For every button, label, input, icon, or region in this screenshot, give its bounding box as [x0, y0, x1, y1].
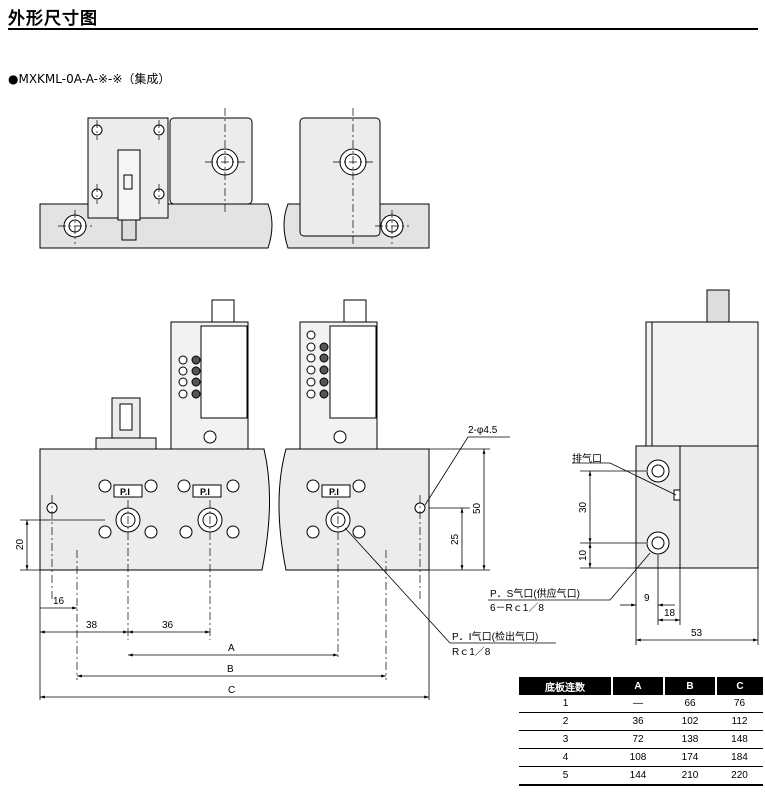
- table-cell: 102: [664, 712, 716, 731]
- cable-right: [343, 299, 367, 323]
- table-cell: 1: [519, 695, 612, 713]
- front-view: [39, 299, 430, 680]
- hole-spec-label: 2-φ4.5: [468, 425, 498, 436]
- table-cell: 220: [716, 766, 763, 786]
- top-plug: [117, 149, 141, 221]
- table-header: C: [716, 677, 763, 695]
- supply-thread-label: 6－Rｃ1／8: [490, 602, 544, 614]
- supply-port-label: P．S气口(供应气口): [490, 587, 580, 600]
- top-screw-icons: [91, 124, 165, 200]
- table-header: B: [664, 677, 717, 695]
- table-header: A: [612, 677, 665, 695]
- dim-c-label: C: [228, 685, 235, 696]
- dim-b-label: B: [227, 664, 234, 675]
- table-cell: 210: [664, 766, 716, 786]
- dim-36-label: 36: [162, 620, 174, 631]
- title-divider: [8, 28, 758, 30]
- detect-port-label: P．Ⅰ气口(检出气口): [452, 630, 538, 643]
- model-label: ●MXKML-0A-A-※-※（集成）: [8, 72, 171, 86]
- table-cell: 112: [716, 712, 763, 731]
- led-ring-icons: [178, 330, 316, 399]
- dim-25-label: 25: [450, 533, 461, 545]
- table-cell: 36: [612, 712, 664, 731]
- table-cell: —: [612, 695, 664, 713]
- dim-50-label: 50: [472, 502, 483, 514]
- table-cell: 3: [519, 730, 612, 749]
- cable-left: [211, 299, 235, 323]
- front-base-right: [278, 448, 430, 571]
- table-cell: 184: [716, 748, 763, 767]
- dim-9-label: 9: [644, 593, 650, 604]
- dim-38-label: 38: [86, 620, 98, 631]
- base-bolt-icons: [98, 479, 366, 539]
- page-title: 外形尺寸图: [8, 9, 98, 29]
- table-cell: 174: [664, 748, 716, 767]
- table-row: 1 — 66 76: [519, 695, 763, 713]
- dim-a-label: A: [228, 643, 235, 654]
- table-cell: 144: [612, 766, 664, 786]
- table-row: 4 108 174 184: [519, 748, 763, 767]
- table-cell: 108: [612, 748, 664, 767]
- top-view: [39, 108, 430, 249]
- pi-label-3: P.I: [329, 487, 339, 497]
- top-sensor-left: [169, 117, 253, 205]
- pi-label-boxes: [113, 484, 351, 498]
- dim-53-label: 53: [691, 628, 703, 639]
- dim-10-label: 10: [578, 549, 589, 561]
- pi-label-1: P.I: [120, 487, 130, 497]
- top-plug-tip: [121, 219, 137, 241]
- table-cell: 148: [716, 730, 763, 749]
- side-view: [635, 289, 759, 569]
- side-port-icons: [646, 459, 670, 555]
- dimension-table: 底板连数 A B C 1 — 66 76 2 36 102 112 3 72 1…: [519, 677, 763, 786]
- top-sensor-right: [299, 117, 381, 237]
- dim-20-label: 20: [15, 538, 26, 550]
- table-cell: 76: [716, 695, 763, 713]
- front-base-left: [39, 448, 270, 571]
- table-cell: 66: [664, 695, 716, 713]
- table-header: 底板连数: [519, 677, 613, 695]
- table-row: 5 144 210 220: [519, 766, 763, 786]
- adjust-screw-icons: [203, 430, 347, 444]
- side-body-upper: [645, 321, 759, 447]
- table-cell: 4: [519, 748, 612, 767]
- led-indicator-icons: [191, 342, 329, 399]
- table-header-row: 底板连数 A B C: [519, 677, 763, 695]
- drawing-labels: P.I P.I P.I 2-φ4.5 排气口 P．S气口(供应气口) 6－Rｃ1…: [15, 425, 703, 696]
- exhaust-label: 排气口: [572, 452, 602, 465]
- dim-18-label: 18: [664, 608, 676, 619]
- pi-label-2: P.I: [200, 487, 210, 497]
- dimension-lines: [20, 436, 759, 700]
- table-cell: 5: [519, 766, 612, 786]
- table-cell: 138: [664, 730, 716, 749]
- dim-16-label: 16: [53, 596, 65, 607]
- table-row: 3 72 138 148: [519, 730, 763, 749]
- table-cell: 2: [519, 712, 612, 731]
- table-cell: 72: [612, 730, 664, 749]
- detect-thread-label: Rｃ1／8: [452, 646, 491, 658]
- table-row: 2 36 102 112: [519, 712, 763, 731]
- dim-30-label: 30: [578, 501, 589, 513]
- side-cable: [706, 289, 730, 323]
